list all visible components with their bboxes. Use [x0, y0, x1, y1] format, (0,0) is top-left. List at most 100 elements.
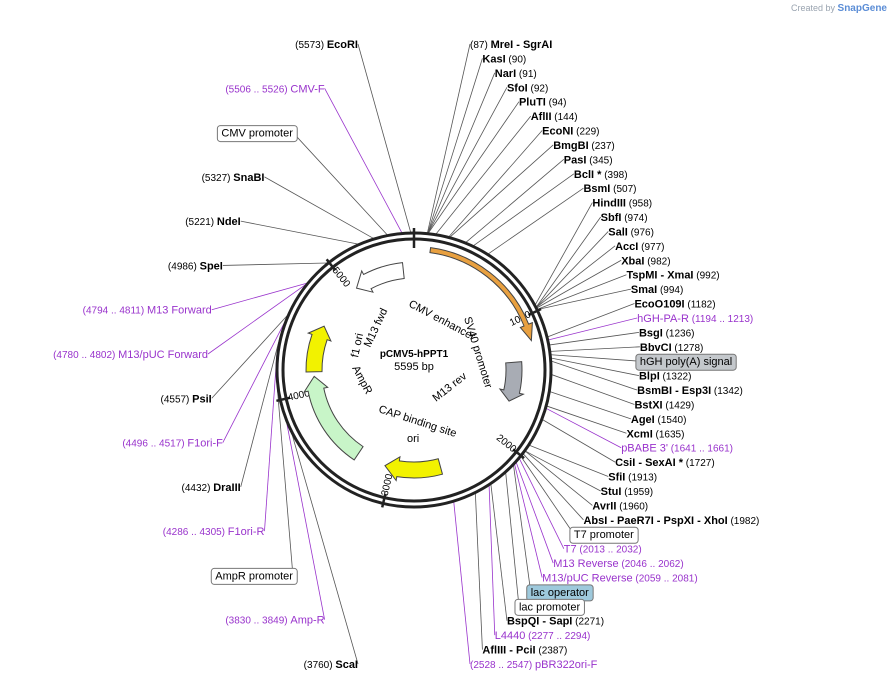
- site-label-m13-forward[interactable]: (4794 .. 4811) M13 Forward: [83, 305, 212, 317]
- site-label-l4440[interactable]: L4440 (2277 .. 2294): [495, 630, 591, 642]
- feature-arrow-hgh[interactable]: [429, 247, 533, 342]
- site-label-pasi[interactable]: PasI (345): [564, 154, 613, 166]
- site-label-csii[interactable]: CsiI - SexAI * (1727): [615, 457, 715, 469]
- site-label-avrii[interactable]: AvrII (1960): [592, 500, 648, 512]
- site-label-sbfi[interactable]: SbfI (974): [601, 212, 648, 224]
- site-position: (976): [628, 227, 654, 238]
- site-label-nari[interactable]: NarI (91): [495, 68, 537, 80]
- site-label-ecori[interactable]: (5573) EcoRI: [295, 39, 358, 51]
- site-name: AflII: [531, 111, 552, 123]
- site-name: CMV-F: [290, 83, 325, 95]
- site-label-amp-r[interactable]: (3830 .. 3849) Amp-R: [225, 615, 324, 627]
- site-label-bmgbi[interactable]: BmgBI (237): [553, 140, 615, 152]
- f1-ori-label: f1 ori: [349, 332, 366, 358]
- leader-line: [537, 274, 627, 310]
- site-label-cmv-f[interactable]: (5506 .. 5526) CMV-F: [225, 83, 325, 95]
- leader-line: [525, 450, 601, 492]
- site-label-t7-promoter[interactable]: T7 promoter: [569, 526, 639, 544]
- site-label-m13-puc-forward[interactable]: (4780 .. 4802) M13/pUC Forward: [53, 349, 208, 361]
- site-label-xbai[interactable]: XbaI (982): [621, 255, 670, 267]
- site-label-m13-puc-reverse[interactable]: M13/pUC Reverse (2059 .. 2081): [542, 572, 698, 584]
- site-position: (2277 .. 2294): [525, 631, 590, 642]
- site-label-blpi[interactable]: BlpI (1322): [639, 371, 691, 383]
- site-label-hgh-poly-a-signal[interactable]: hGH poly(A) signal: [635, 353, 737, 371]
- site-label-kasi[interactable]: KasI (90): [482, 53, 526, 65]
- site-label-scai[interactable]: (3760) ScaI: [304, 659, 358, 671]
- site-label-bsgi[interactable]: BsgI (1236): [639, 327, 695, 339]
- site-extra: - SapI: [539, 616, 572, 628]
- site-name: T7 promoter: [574, 529, 634, 541]
- site-name: BstXI: [634, 399, 662, 411]
- site-extra: - SgrAI: [513, 39, 552, 51]
- site-position: (5221): [185, 217, 217, 228]
- site-label-econi[interactable]: EcoNI (229): [542, 126, 599, 138]
- site-label-bbvci[interactable]: BbvCI (1278): [640, 342, 703, 354]
- site-label-bsmbi[interactable]: BsmBI - Esp3I (1342): [637, 385, 743, 397]
- site-label-m13-reverse[interactable]: M13 Reverse (2046 .. 2062): [553, 558, 683, 570]
- site-label-ndei[interactable]: (5221) NdeI: [185, 216, 241, 228]
- site-label-stui[interactable]: StuI (1959): [601, 486, 653, 498]
- site-label-lac-promoter[interactable]: lac promoter: [514, 598, 585, 616]
- leader-line: [550, 346, 640, 352]
- site-label-hindiii[interactable]: HindIII (958): [592, 198, 652, 210]
- credit-prefix: Created by: [790, 3, 836, 13]
- site-label-agei[interactable]: AgeI (1540): [631, 414, 687, 426]
- site-label-pbabe-3[interactable]: pBABE 3' (1641 .. 1661): [621, 443, 733, 455]
- site-extra: - PciI: [506, 645, 535, 657]
- feature-arrow-f1-ori[interactable]: [305, 325, 332, 373]
- site-label-text: (5221) NdeI: [185, 216, 241, 228]
- site-label-xcmi[interactable]: XcmI (1635): [626, 428, 684, 440]
- site-label-sfii[interactable]: SfiI (1913): [608, 472, 657, 484]
- site-label-absi[interactable]: AbsI - PaeR7I - PspXI - XhoI (1982): [583, 515, 759, 527]
- site-name: KasI: [482, 53, 505, 65]
- site-label-psii[interactable]: (4557) PsiI: [160, 393, 211, 405]
- leader-line: [450, 144, 554, 238]
- site-label-ampr-promoter[interactable]: AmpR promoter: [210, 567, 298, 585]
- site-label-f1ori-r[interactable]: (4286 .. 4305) F1ori-R: [163, 526, 265, 538]
- feature-arrow-sv40[interactable]: [498, 361, 525, 402]
- site-label-text: (4780 .. 4802) M13/pUC Forward: [53, 349, 208, 361]
- site-label-text: BspQI - SapI (2271): [507, 616, 604, 628]
- leader-line: [292, 132, 388, 235]
- site-label-text: XbaI (982): [621, 255, 670, 267]
- site-label-aflii[interactable]: AflII (144): [531, 111, 578, 123]
- site-label-pbr322ori-f[interactable]: (2528 .. 2547) pBR322ori-F: [470, 659, 598, 671]
- site-label-sfoi[interactable]: SfoI (92): [507, 82, 548, 94]
- site-position: (5506 .. 5526): [225, 84, 290, 95]
- site-label-tspmi[interactable]: TspMI - XmaI (992): [626, 270, 719, 282]
- site-label-smai[interactable]: SmaI (994): [631, 284, 683, 296]
- site-label-f1ori-f[interactable]: (4496 .. 4517) F1ori-F: [122, 438, 223, 450]
- site-position: (1727): [683, 458, 715, 469]
- site-label-draiii[interactable]: (4432) DraIII: [182, 482, 241, 494]
- site-label-hgh-pa-r[interactable]: hGH-PA-R (1194 .. 1213): [637, 313, 753, 325]
- site-label-cmv-promoter[interactable]: CMV promoter: [216, 125, 298, 143]
- site-name: M13/pUC Forward: [118, 349, 208, 361]
- site-label-text: SbfI (974): [601, 212, 648, 224]
- site-label-acci[interactable]: AccI (977): [615, 241, 664, 253]
- site-label-sali[interactable]: SalI (976): [608, 226, 654, 238]
- feature-arrow-ori[interactable]: [384, 455, 444, 482]
- leader-line: [537, 288, 631, 310]
- ori-label: ori: [407, 433, 419, 445]
- feature-arrow-cmv-enhancer[interactable]: [355, 262, 405, 293]
- site-position: (4794 .. 4811): [83, 306, 147, 317]
- site-label-snabi[interactable]: (5327) SnaBI: [202, 172, 265, 184]
- feature-arrow-ampr[interactable]: [303, 375, 364, 461]
- site-position: (5573): [295, 40, 327, 51]
- site-position: (94): [546, 98, 567, 109]
- site-label-text: (4557) PsiI: [160, 393, 211, 405]
- site-label-lac-operator[interactable]: lac operator: [526, 584, 594, 602]
- leader-line: [547, 405, 627, 434]
- site-label-bsmi[interactable]: BsmI (507): [583, 183, 636, 195]
- site-label-ecoo109i[interactable]: EcoO109I (1182): [634, 299, 715, 311]
- site-label-bcli[interactable]: BclI * (398): [574, 169, 628, 181]
- site-label-text: PasI (345): [564, 154, 613, 166]
- site-label-bstxi[interactable]: BstXI (1429): [634, 399, 694, 411]
- site-label-pluti[interactable]: PluTI (94): [519, 97, 566, 109]
- site-label-afliii[interactable]: AflIII - PciI (2387): [482, 645, 567, 657]
- site-label-t7[interactable]: T7 (2013 .. 2032): [564, 544, 642, 556]
- leader-line: [211, 282, 307, 311]
- site-label-spei[interactable]: (4986) SpeI: [168, 260, 223, 272]
- site-label-bspqi[interactable]: BspQI - SapI (2271): [507, 616, 604, 628]
- site-label-mrei[interactable]: (87) MreI - SgrAI: [470, 39, 552, 51]
